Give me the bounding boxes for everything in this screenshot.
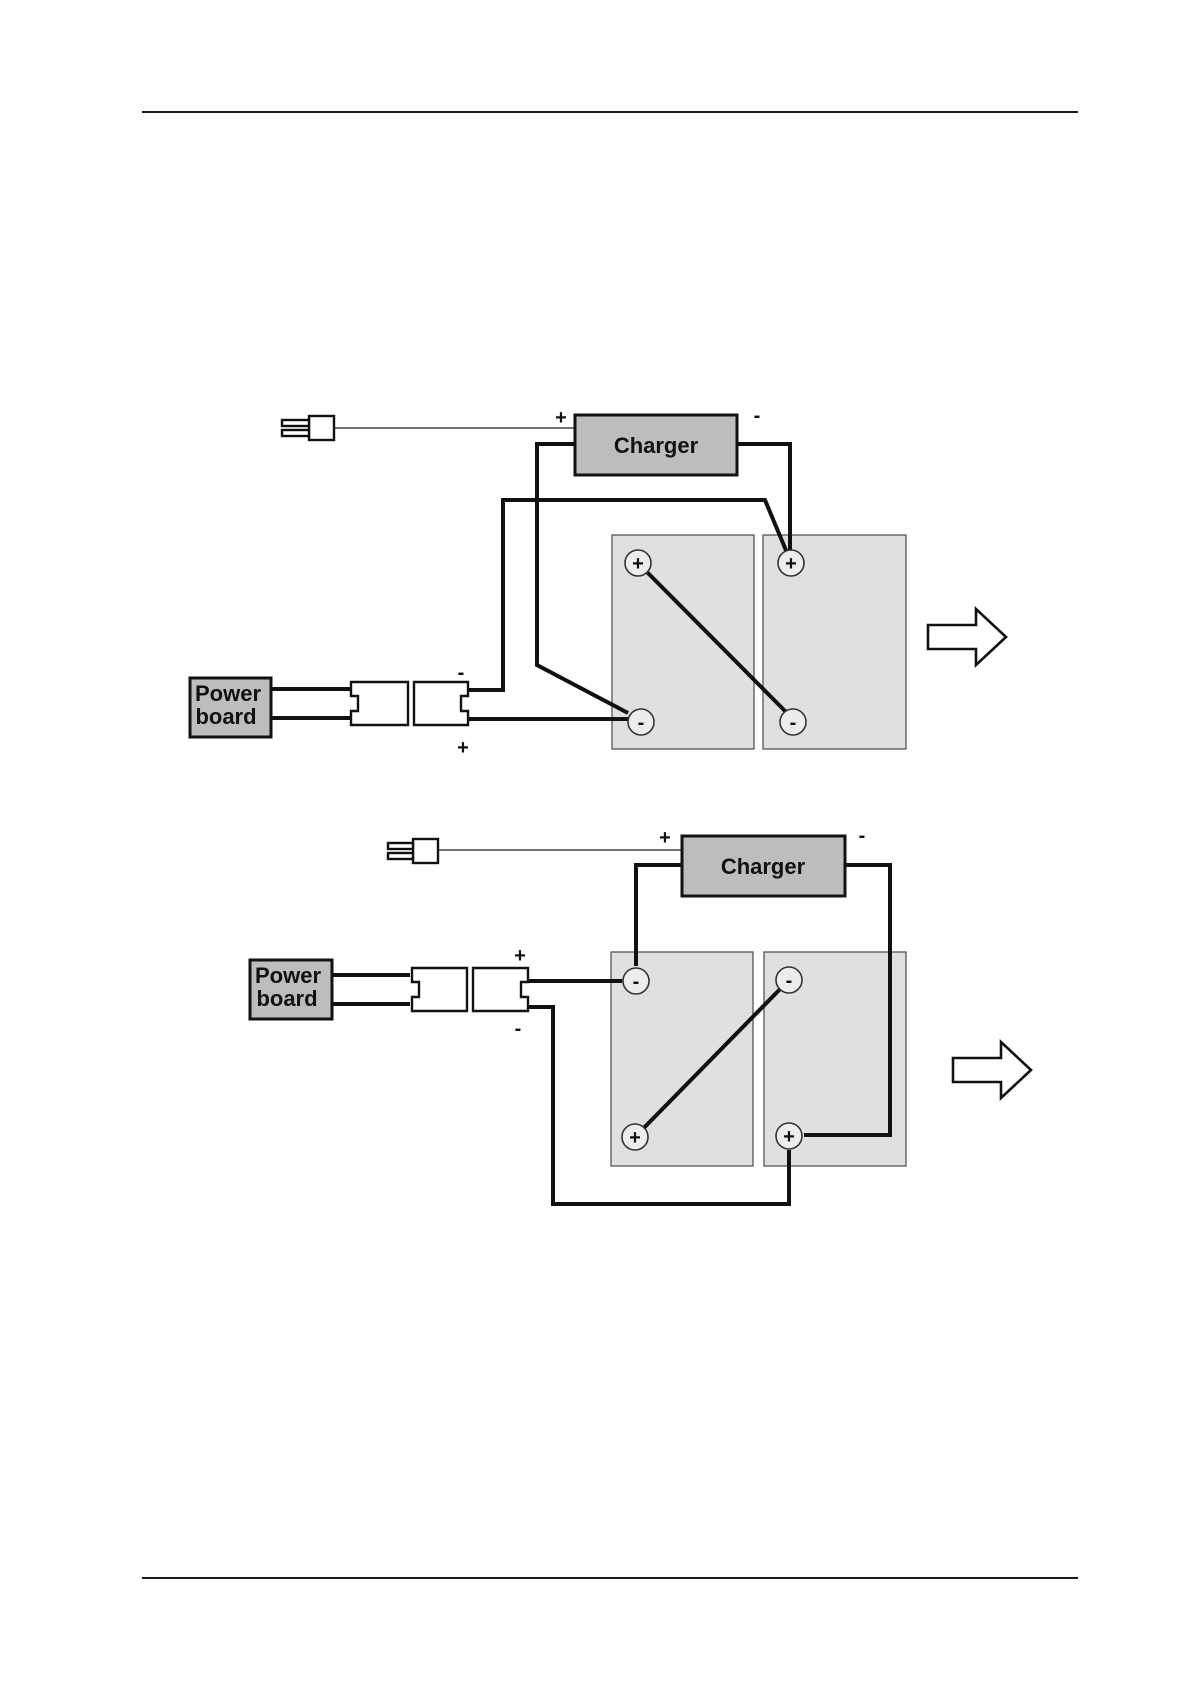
- power-board-label-line2: board: [195, 704, 256, 729]
- right-arrow-icon: [928, 609, 1006, 665]
- power-board-label-line2: board: [256, 986, 317, 1011]
- wiring-diagram-1: Charger + - Power board - + + - + -: [190, 405, 1006, 759]
- charger-label: Charger: [721, 854, 806, 879]
- charger-plus-sign: +: [659, 827, 671, 849]
- svg-text:+: +: [629, 1127, 641, 1149]
- power-board-label-line1: Power: [195, 681, 261, 706]
- svg-text:+: +: [783, 1126, 795, 1148]
- svg-text:+: +: [785, 553, 797, 575]
- connector-pair: [351, 682, 468, 725]
- charger-minus-sign: -: [859, 825, 866, 847]
- battery-left-bottom-terminal: -: [628, 709, 654, 735]
- battery-right-top-terminal: +: [778, 550, 804, 576]
- mains-plug-icon: [282, 416, 334, 440]
- svg-text:-: -: [790, 712, 797, 734]
- charger-plus-sign: +: [555, 407, 567, 429]
- connector-plus-sign: +: [514, 945, 526, 967]
- right-arrow-icon: [953, 1042, 1031, 1098]
- battery-right-top-terminal: -: [776, 967, 802, 993]
- wiring-diagram-2: Charger + - Power board + - - + - +: [250, 825, 1031, 1204]
- svg-text:-: -: [633, 971, 640, 993]
- connector-minus-sign: -: [458, 662, 465, 684]
- connector-minus-sign: -: [515, 1018, 522, 1040]
- connector-plus-sign: +: [457, 737, 469, 759]
- battery-right-bottom-terminal: +: [776, 1123, 802, 1149]
- connector-pair: [412, 968, 528, 1011]
- charger-label: Charger: [614, 433, 699, 458]
- power-board-label-line1: Power: [255, 963, 321, 988]
- battery-left-top-terminal: +: [625, 550, 651, 576]
- battery-left-top-terminal: -: [623, 968, 649, 994]
- battery-left-bottom-terminal: +: [622, 1124, 648, 1150]
- mains-plug-icon: [388, 839, 438, 863]
- charger-minus-sign: -: [754, 405, 761, 427]
- svg-text:-: -: [786, 970, 793, 992]
- battery-right-bottom-terminal: -: [780, 709, 806, 735]
- svg-text:+: +: [632, 553, 644, 575]
- svg-text:-: -: [638, 712, 645, 734]
- charger-plus-wire: [636, 865, 682, 966]
